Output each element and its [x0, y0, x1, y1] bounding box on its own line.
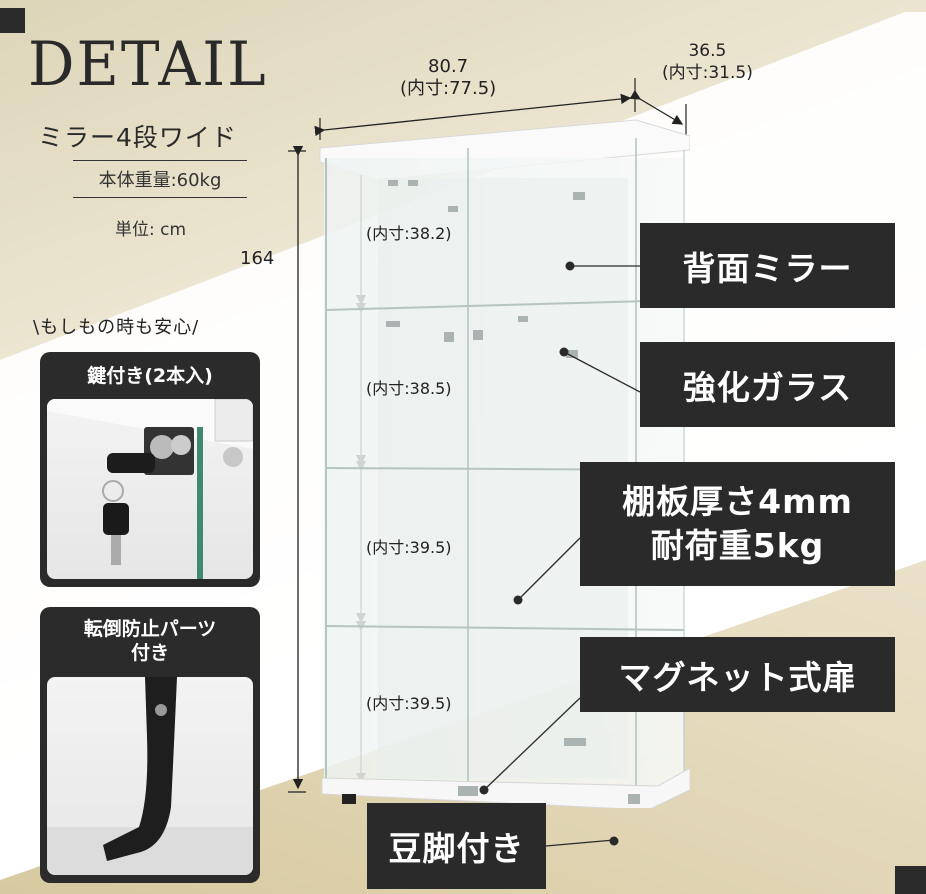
depth-inner-value: (内寸:31.5)	[662, 63, 753, 83]
corner-square-top-left	[0, 8, 25, 33]
shelf-load-capacity: 耐荷重5kg	[650, 526, 825, 565]
height-value: 164	[240, 248, 275, 269]
callout-tempered-glass: 強化ガラス	[640, 342, 895, 427]
shelf-4-inner-height: (内寸:39.5)	[366, 694, 452, 713]
anti-tip-strap-photo	[47, 677, 253, 875]
lock-feature-card: 鍵付き(2本入)	[40, 352, 260, 587]
anti-tip-feature-card: 転倒防止パーツ 付き	[40, 607, 260, 883]
anti-tip-title-line1: 転倒防止パーツ	[83, 618, 217, 640]
callout-magnetic-door: マグネット式扉	[580, 637, 895, 712]
unit-label: 単位: cm	[115, 220, 187, 240]
callout-back-mirror: 背面ミラー	[640, 223, 895, 308]
corner-square-bottom-right	[895, 866, 926, 894]
page-title: DETAIL	[28, 28, 268, 100]
model-name: ミラー4段ワイド	[38, 123, 237, 152]
body-weight: 本体重量:60kg	[73, 160, 247, 198]
depth-dimension: 36.5 (内寸:31.5)	[662, 40, 753, 84]
strap-icon	[47, 677, 253, 875]
anti-tip-card-title: 転倒防止パーツ 付き	[40, 607, 260, 665]
shelf-1-inner-height: (内寸:38.2)	[366, 224, 452, 243]
shelf-2-inner-height: (内寸:38.5)	[366, 379, 452, 398]
shelf-thickness: 棚板厚さ4mm	[622, 482, 853, 521]
lock-card-title: 鍵付き(2本入)	[87, 365, 213, 387]
callout-shelf-spec: 棚板厚さ4mm 耐荷重5kg	[580, 462, 895, 586]
width-value: 80.7	[428, 56, 469, 77]
key-lock-icon	[47, 399, 253, 579]
shelf-3-inner-height: (内寸:39.5)	[366, 538, 452, 557]
depth-value: 36.5	[688, 41, 727, 61]
width-inner-value: (内寸:77.5)	[400, 78, 497, 99]
callout-small-legs: 豆脚付き	[367, 803, 546, 889]
width-dimension: 80.7 (内寸:77.5)	[400, 56, 496, 100]
anti-tip-title-line2: 付き	[130, 642, 169, 664]
safety-heading: \もしもの時も安心/	[33, 317, 200, 338]
lock-photo	[47, 399, 253, 579]
